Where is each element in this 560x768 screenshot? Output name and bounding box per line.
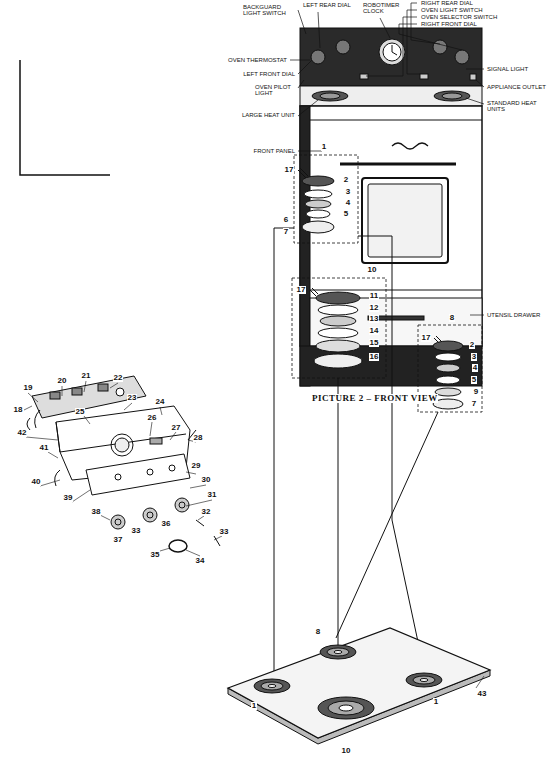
callout-number: 2 [343, 176, 349, 184]
callout-number: 5 [343, 210, 349, 218]
callout-number: 31 [207, 491, 218, 499]
leader-lines [24, 381, 222, 556]
group-lines [274, 228, 438, 690]
backguard-assembly [27, 376, 220, 552]
leader-lines [290, 3, 484, 315]
callout-number: 5 [471, 376, 477, 384]
callout-number: 9 [473, 388, 479, 396]
callout-number: 1 [433, 698, 439, 706]
callout-number: 8 [449, 314, 455, 322]
part-label: ROBOTIMER CLOCK [362, 2, 398, 15]
part-label: SIGNAL LIGHT [486, 66, 529, 72]
callout-number: 32 [201, 508, 212, 516]
callout-number: 1 [321, 143, 327, 151]
part-label: APPLIANCE OUTLET [486, 84, 547, 90]
callout-number: 12 [369, 304, 380, 312]
callout-number: 10 [341, 747, 352, 755]
part-label: OVEN PILOT LIGHT [254, 84, 296, 97]
callout-number: 38 [91, 508, 102, 516]
callout-number: 17 [296, 286, 307, 294]
callout-number: 2 [469, 341, 475, 349]
frame-line [20, 60, 110, 175]
part-label: OVEN THERMOSTAT [227, 57, 288, 63]
cooktop [228, 628, 490, 744]
callout-number: 26 [147, 414, 158, 422]
callout-number: 22 [113, 374, 124, 382]
callout-number: 14 [369, 327, 380, 335]
part-label: OVEN SELECTOR SWITCH [420, 14, 498, 20]
callout-number: 43 [477, 690, 488, 698]
callout-number: 20 [57, 377, 68, 385]
callout-number: 7 [283, 228, 289, 236]
callout-number: 10 [367, 266, 378, 274]
callout-number: 19 [23, 384, 34, 392]
callout-number: 41 [39, 444, 50, 452]
callout-number: 23 [127, 394, 138, 402]
callout-number: 25 [75, 408, 86, 416]
heat-units [298, 168, 463, 409]
callout-number: 39 [63, 494, 74, 502]
callout-number: 33 [219, 528, 230, 536]
callout-number: 3 [471, 353, 477, 361]
callout-number: 8 [315, 628, 321, 636]
callout-number: 37 [113, 536, 124, 544]
callout-number: 16 [369, 353, 380, 361]
callout-number: 7 [471, 400, 477, 408]
surface-units [292, 155, 482, 412]
callout-number: 24 [155, 398, 166, 406]
range [300, 28, 482, 386]
callout-number: 18 [13, 406, 24, 414]
callout-number: 6 [283, 216, 289, 224]
callout-number: 11 [369, 292, 379, 300]
callout-number: 1 [251, 702, 257, 710]
callout-number: 29 [191, 462, 202, 470]
callout-number: 13 [369, 315, 380, 323]
callout-number: 42 [17, 429, 28, 437]
part-label: UTENSIL DRAWER [486, 312, 541, 318]
part-label: LEFT REAR DIAL [302, 2, 352, 8]
callout-number: 4 [345, 199, 351, 207]
callout-number: 40 [31, 478, 42, 486]
part-label: STANDARD HEAT UNITS [486, 100, 538, 113]
callout-number: 35 [150, 551, 161, 559]
callout-number: 4 [472, 364, 478, 372]
part-label: LEFT FRONT DIAL [242, 71, 296, 77]
part-label: LARGE HEAT UNIT [241, 112, 296, 118]
callout-number: 36 [161, 520, 172, 528]
part-label: RIGHT FRONT DIAL [420, 21, 478, 27]
part-label: BACKGUARD LIGHT SWITCH [242, 4, 296, 17]
callout-number: 17 [421, 334, 432, 342]
callout-number: 30 [201, 476, 212, 484]
callout-number: 15 [369, 339, 380, 347]
callout-number: 33 [131, 527, 142, 535]
figure-caption: PICTURE 2 – FRONT VIEW [312, 394, 438, 403]
callout-number: 21 [81, 372, 92, 380]
part-label: OVEN LIGHT SWITCH [420, 7, 484, 13]
callout-number: 3 [345, 188, 351, 196]
part-label: RIGHT REAR DIAL [420, 0, 474, 6]
callout-number: 28 [193, 434, 204, 442]
callout-number: 17 [284, 166, 295, 174]
part-label: FRONT PANEL [253, 148, 296, 154]
callout-number: 27 [171, 424, 182, 432]
callout-number: 34 [195, 557, 206, 565]
